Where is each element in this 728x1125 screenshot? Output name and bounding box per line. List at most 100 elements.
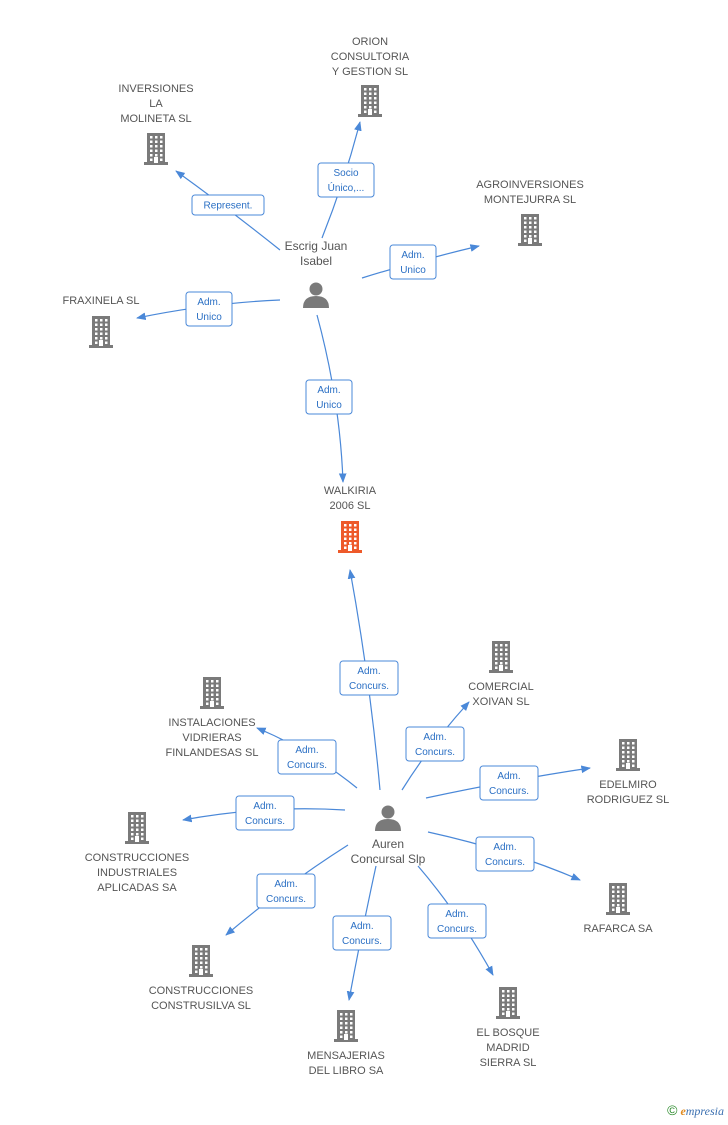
brand-logo[interactable]: empresia: [680, 1104, 724, 1118]
edge-label-escrig-orion[interactable]: SocioÚnico,...: [317, 162, 375, 198]
node-label-line: SIERRA SL: [480, 1057, 537, 1069]
edge-label-auren-bosque[interactable]: Adm. Concurs.: [427, 903, 487, 939]
company-node-bosque[interactable]: EL BOSQUE MADRID SIERRA SL: [476, 987, 540, 1069]
node-label-line: MENSAJERIAS: [307, 1050, 385, 1062]
node-label-line: INVERSIONES: [118, 83, 193, 95]
footer-brand: ©empresia: [667, 1102, 724, 1119]
company-node-comercial[interactable]: COMERCIAL XOIVAN SL: [468, 641, 534, 708]
edge-label-text: Unico: [196, 312, 222, 323]
building-icon: [518, 214, 542, 246]
person-icon: [303, 282, 329, 308]
edge-label-text: Concurs.: [245, 816, 285, 827]
node-label-line: EDELMIRO: [599, 779, 657, 791]
edge-label-text: Adm.: [445, 909, 468, 920]
edge-label-box: [332, 915, 392, 951]
edge-label-escrig-molineta[interactable]: Represent.: [191, 194, 265, 216]
node-label-line: EL BOSQUE: [476, 1027, 539, 1039]
edge-label-text: Adm.: [253, 801, 276, 812]
node-label-line: AGROINVERSIONES: [476, 179, 584, 191]
edge-label-auren-edelmiro[interactable]: Adm.Concurs.: [479, 765, 539, 801]
building-icon: [125, 812, 149, 844]
building-icon: [144, 133, 168, 165]
node-label-line: INSTALACIONES: [168, 717, 255, 729]
person-icon: [375, 805, 401, 831]
edge-label-text: Concurs.: [489, 786, 529, 797]
edge-label-text: Concurs.: [287, 760, 327, 771]
edge-label-text: Socio: [333, 168, 358, 179]
node-label-line: VIDRIERAS: [182, 732, 241, 744]
node-label-line: Auren: [372, 837, 404, 851]
node-label-line: CONSTRUCCIONES: [85, 852, 190, 864]
node-label-line: MONTEJURRA SL: [484, 194, 576, 206]
company-node-fraxinela[interactable]: FRAXINELA SL: [62, 295, 140, 348]
edge-label-text: Adm.: [274, 879, 297, 890]
copyright-icon: ©: [667, 1102, 678, 1118]
edge-label-box: [479, 765, 539, 801]
edge-label-box: [405, 726, 465, 762]
edge-label-text: Represent.: [204, 201, 253, 212]
edge-label-text: Adm.: [317, 385, 340, 396]
company-node-instalaciones[interactable]: INSTALACIONES VIDRIERAS FINLANDESAS SL: [166, 677, 259, 759]
building-icon: [489, 641, 513, 673]
edge-label-auren-walkiria[interactable]: Adm.Concurs.: [339, 660, 399, 696]
node-label-line: WALKIRIA: [324, 485, 377, 497]
edge-label-auren-construcciones_ind[interactable]: Adm. Concurs.: [235, 795, 295, 831]
building-icon: [334, 1010, 358, 1042]
edge-label-escrig-agro[interactable]: Adm.Unico: [389, 244, 437, 280]
edge-label-box: [305, 379, 353, 415]
edge-label-box: [339, 660, 399, 696]
company-node-mensajerias[interactable]: MENSAJERIAS DEL LIBRO SA: [307, 1010, 385, 1077]
node-label-line: XOIVAN SL: [472, 696, 529, 708]
building-icon: [89, 316, 113, 348]
node-label-line: Concursal Slp: [351, 852, 426, 866]
node-label-line: Y GESTION SL: [332, 66, 408, 78]
node-label-line: FINLANDESAS SL: [166, 747, 259, 759]
edge-label-box: [277, 739, 337, 775]
node-label-line: COMERCIAL: [468, 681, 533, 693]
edge-label-box: [191, 194, 265, 216]
company-node-edelmiro[interactable]: EDELMIRO RODRIGUEZ SL: [587, 739, 670, 806]
node-label-line: RAFARCA SA: [583, 923, 653, 935]
edge-label-auren-instalaciones[interactable]: Adm. Concurs.: [277, 739, 337, 775]
node-label-line: FRAXINELA SL: [62, 295, 139, 307]
building-icon: [338, 521, 362, 553]
edge-label-text: Unico: [400, 265, 426, 276]
edge-label-text: Adm.: [493, 842, 516, 853]
node-label-line: RODRIGUEZ SL: [587, 794, 670, 806]
node-label-line: APLICADAS SA: [97, 882, 177, 894]
edge-label-escrig-walkiria[interactable]: Adm. Unico: [305, 379, 353, 415]
edge-label-auren-rafarca[interactable]: Adm.Concurs.: [475, 836, 535, 872]
edge-label-box: [475, 836, 535, 872]
edge-label-text: Concurs.: [342, 936, 382, 947]
edge-label-auren-construsilva[interactable]: Adm.Concurs.: [256, 873, 316, 909]
building-icon: [189, 945, 213, 977]
company-node-rafarca[interactable]: RAFARCA SA: [583, 883, 653, 935]
edge-label-text: Concurs.: [415, 747, 455, 758]
edge-label-text: Adm.: [295, 745, 318, 756]
edge-label-auren-comercial[interactable]: Adm.Concurs.: [405, 726, 465, 762]
node-label-line: MADRID: [486, 1042, 529, 1054]
node-label-line: CONSTRUSILVA SL: [151, 1000, 251, 1012]
edge-label-escrig-fraxinela[interactable]: Adm. Unico: [185, 291, 233, 327]
node-label-line: Escrig Juan: [285, 239, 348, 253]
company-node-construsilva[interactable]: CONSTRUCCIONES CONSTRUSILVA SL: [149, 945, 254, 1012]
edge-label-box: [427, 903, 487, 939]
edge-label-text: Concurs.: [437, 924, 477, 935]
node-label-line: LA: [149, 98, 163, 110]
edge-label-auren-mensajerias[interactable]: Adm.Concurs.: [332, 915, 392, 951]
node-label-line: DEL LIBRO SA: [309, 1065, 384, 1077]
edge-label-text: Adm.: [197, 297, 220, 308]
edge-label-text: Unico: [316, 400, 342, 411]
edge-label-box: [389, 244, 437, 280]
node-label-line: CONSTRUCCIONES: [149, 985, 254, 997]
company-node-agro[interactable]: AGROINVERSIONES MONTEJURRA SL: [476, 179, 584, 246]
node-label-line: CONSULTORIA: [331, 51, 410, 63]
